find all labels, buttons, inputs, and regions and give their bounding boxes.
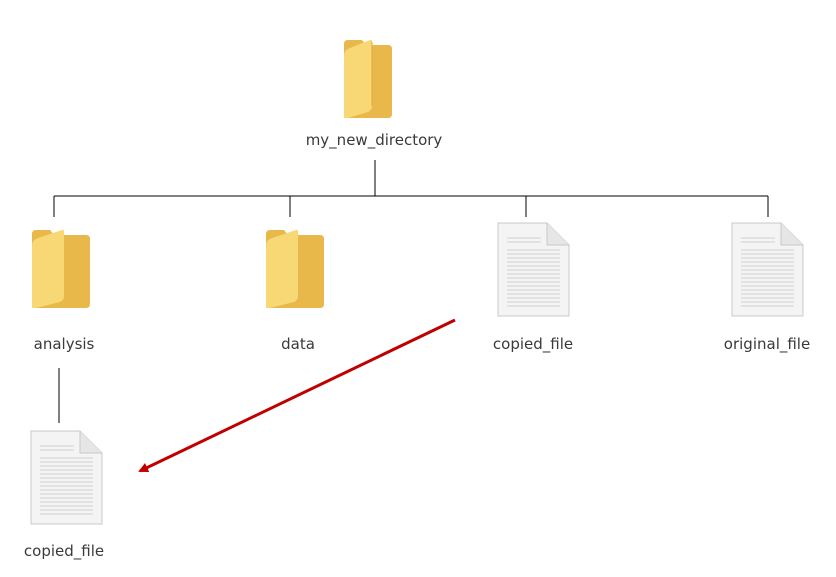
folder-icon[interactable] [344,39,392,118]
file-icon[interactable] [30,430,103,525]
node-label-analysis-copied-file: copied_file [23,542,105,560]
file-icon[interactable] [497,222,570,317]
folder-icon[interactable] [32,229,90,308]
node-label-original-file: original_file [723,335,811,353]
copy-arrow [138,318,456,473]
node-label-data: data [281,335,315,353]
node-label-root: my_new_directory [305,131,443,149]
node-label-copied-file: copied_file [492,335,574,353]
node-label-analysis: analysis [33,335,95,353]
file-icon[interactable] [731,222,804,317]
folder-icon[interactable] [266,229,324,308]
